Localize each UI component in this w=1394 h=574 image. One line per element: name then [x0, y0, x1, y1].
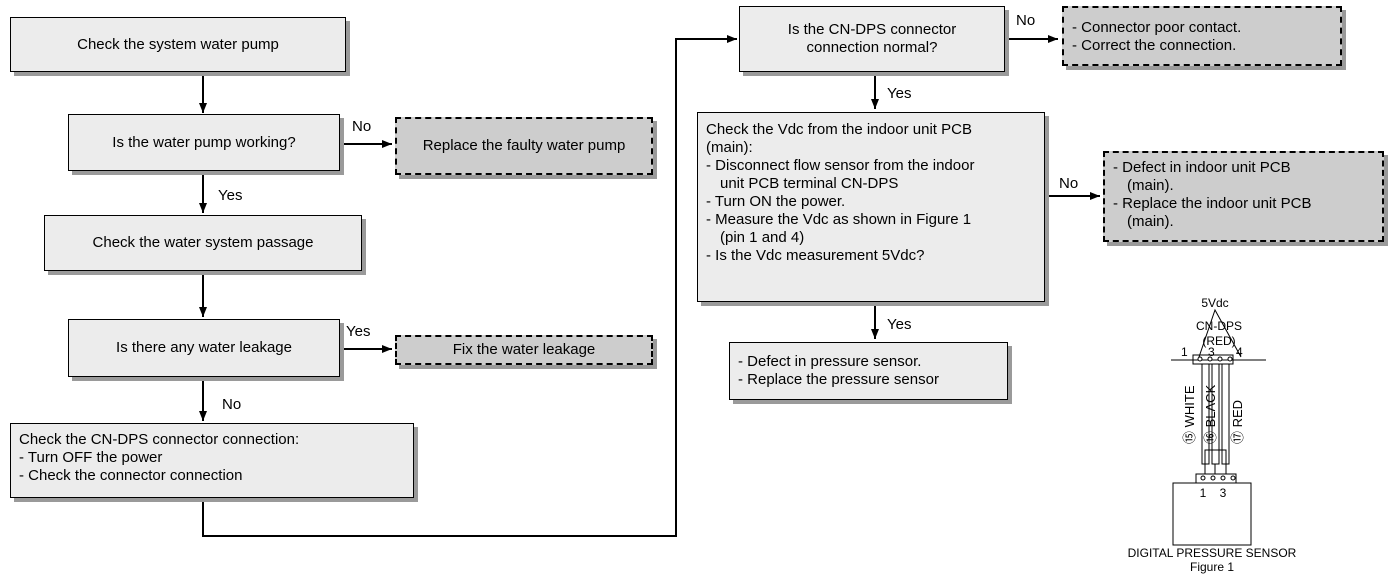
check-pump-box: Check the system water pump	[10, 17, 346, 72]
check-connector-title: Check the CN-DPS connector connection:	[19, 431, 300, 448]
replace-pump-text: Replace the faulty water pump	[422, 137, 626, 154]
check-connector-step: - Turn OFF the power	[19, 449, 163, 466]
check-vdc-title: (main):	[706, 139, 753, 156]
connector-poor-note: - Connector poor contact. - Correct the …	[1062, 6, 1342, 66]
pressure-defect-box: - Defect in pressure sensor. - Replace t…	[729, 342, 1008, 400]
label-yes-vdc: Yes	[887, 316, 912, 333]
connector-poor-line: - Correct the connection.	[1072, 37, 1237, 54]
check-vdc-box: Check the Vdc from the indoor unit PCB (…	[697, 112, 1045, 302]
pressure-defect-line: - Replace the pressure sensor	[738, 371, 939, 388]
replace-pump-note: Replace the faulty water pump	[395, 117, 653, 175]
leakage-question-box: Is there any water leakage	[68, 319, 340, 377]
top-pin-label: 3	[1208, 345, 1215, 359]
check-vdc-step: unit PCB terminal CN-DPS	[720, 175, 899, 192]
label-no-vdc: No	[1059, 175, 1079, 192]
pcb-defect-line: - Replace the indoor unit PCB	[1113, 195, 1312, 212]
check-vdc-step: - Turn ON the power.	[706, 193, 846, 210]
pcb-defect-line: (main).	[1127, 177, 1174, 194]
label-yes-leakage: Yes	[346, 323, 371, 340]
fix-leakage-text: Fix the water leakage	[452, 341, 596, 358]
label-yes-pump: Yes	[218, 187, 243, 204]
pump-working-question-box: Is the water pump working?	[68, 114, 340, 171]
wire-label-black: ⑯ BLACK	[1203, 384, 1218, 444]
pcb-defect-note: - Defect in indoor unit PCB (main). - Re…	[1103, 151, 1384, 242]
label-no-connector: No	[1016, 12, 1036, 29]
check-passage-text: Check the water system passage	[92, 234, 314, 251]
check-vdc-step: - Is the Vdc measurement 5Vdc?	[706, 247, 925, 264]
pump-working-question-text: Is the water pump working?	[112, 133, 296, 151]
wire-red	[1221, 363, 1230, 465]
check-passage-box: Check the water system passage	[44, 215, 362, 271]
connector-name-label: CN-DPS	[1196, 319, 1242, 333]
connector-normal-question-line: Is the CN-DPS connector	[787, 21, 957, 38]
connector-normal-question-line: connection normal?	[806, 39, 938, 56]
connector-poor-line: - Connector poor contact.	[1072, 19, 1242, 36]
connector-color-label: (RED)	[1202, 334, 1235, 348]
bottom-pin-label: 3	[1220, 486, 1227, 500]
connector-normal-question-box: Is the CN-DPS connector connection norma…	[739, 6, 1005, 72]
pressure-defect-line: - Defect in pressure sensor.	[738, 353, 922, 370]
pcb-defect-line: - Defect in indoor unit PCB	[1113, 159, 1291, 176]
voltage-probe-lines	[1198, 308, 1242, 358]
label-yes-connector: Yes	[887, 85, 912, 102]
pcb-defect-line: (main).	[1127, 213, 1174, 230]
fix-leakage-note: Fix the water leakage	[395, 335, 653, 365]
wire-label-red: ⑰ RED	[1230, 400, 1245, 444]
sensor-name-label: DIGITAL PRESSURE SENSOR	[1128, 546, 1297, 560]
check-pump-text: Check the system water pump	[77, 35, 279, 53]
top-pin-label: 4	[1236, 345, 1243, 359]
check-vdc-step: - Disconnect flow sensor from the indoor	[706, 157, 975, 174]
label-no-pump: No	[352, 118, 372, 135]
figure-caption: Figure 1	[1190, 560, 1234, 574]
check-connector-step: - Check the connector connection	[19, 467, 243, 484]
check-connector-box: Check the CN-DPS connector connection: -…	[10, 423, 414, 498]
sensor-body	[1172, 482, 1252, 546]
bottom-pin-label: 1	[1200, 486, 1207, 500]
label-no-leakage: No	[222, 396, 242, 413]
check-vdc-step: (pin 1 and 4)	[720, 229, 805, 246]
check-vdc-step: - Measure the Vdc as shown in Figure 1	[706, 211, 972, 228]
wire-label-white: ⑮ WHITE	[1182, 385, 1197, 444]
leakage-question-text: Is there any water leakage	[116, 339, 292, 356]
top-pin-label: 1	[1181, 345, 1188, 359]
check-vdc-title: Check the Vdc from the indoor unit PCB	[706, 121, 972, 138]
wire-cross-link	[1204, 449, 1227, 464]
figure-voltage-label: 5Vdc	[1201, 296, 1228, 310]
arrow-connector-to-question	[202, 35, 737, 537]
